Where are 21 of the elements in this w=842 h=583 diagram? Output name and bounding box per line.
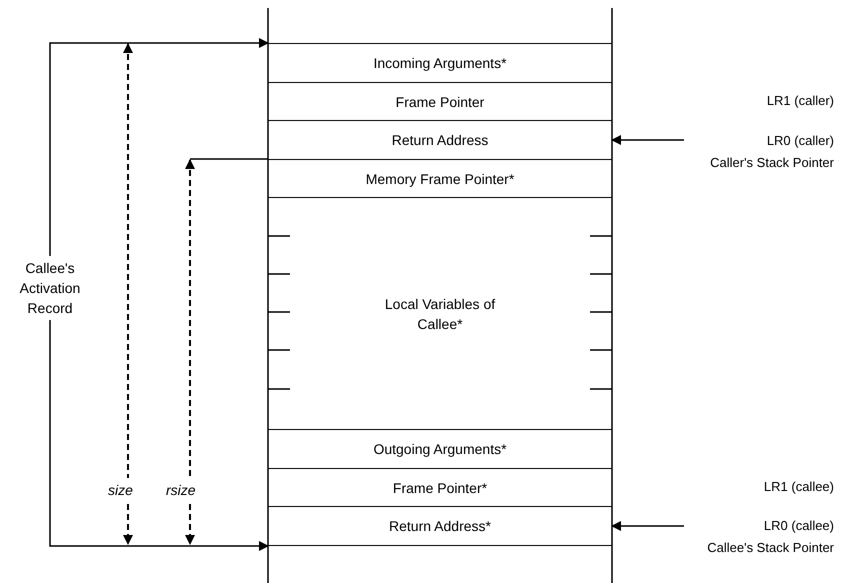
register-label: LR1 (caller) (766, 93, 834, 108)
slot-label: Frame Pointer* (392, 478, 488, 498)
slot-label: Incoming Arguments* (373, 54, 507, 73)
register-label: LR1 (callee) (764, 479, 834, 494)
register-label: LR0 (caller) (766, 132, 834, 150)
pointer-label: Callee's Stack Pointer (706, 539, 834, 557)
arrow (611, 521, 684, 531)
register-label: LR0 (callee) (762, 517, 834, 535)
slot-label: Return Address* (389, 517, 491, 536)
dimension-label: size (108, 482, 133, 498)
dimension-label: rsize (166, 482, 196, 498)
pointer-label: Caller's Stack Pointer (709, 154, 834, 172)
slot-label: Local Variables of Callee* (384, 294, 496, 334)
arrow (49, 320, 269, 551)
slot-label: Outgoing Arguments* (373, 440, 507, 459)
slot-label: Memory Frame Pointer* (366, 170, 514, 188)
arrow (49, 38, 269, 256)
slot-label: Return Address (392, 131, 488, 150)
arrow (611, 135, 684, 145)
bracket-label: Callee's Activation Record (18, 259, 82, 318)
slot-label: Frame Pointer (396, 92, 484, 112)
